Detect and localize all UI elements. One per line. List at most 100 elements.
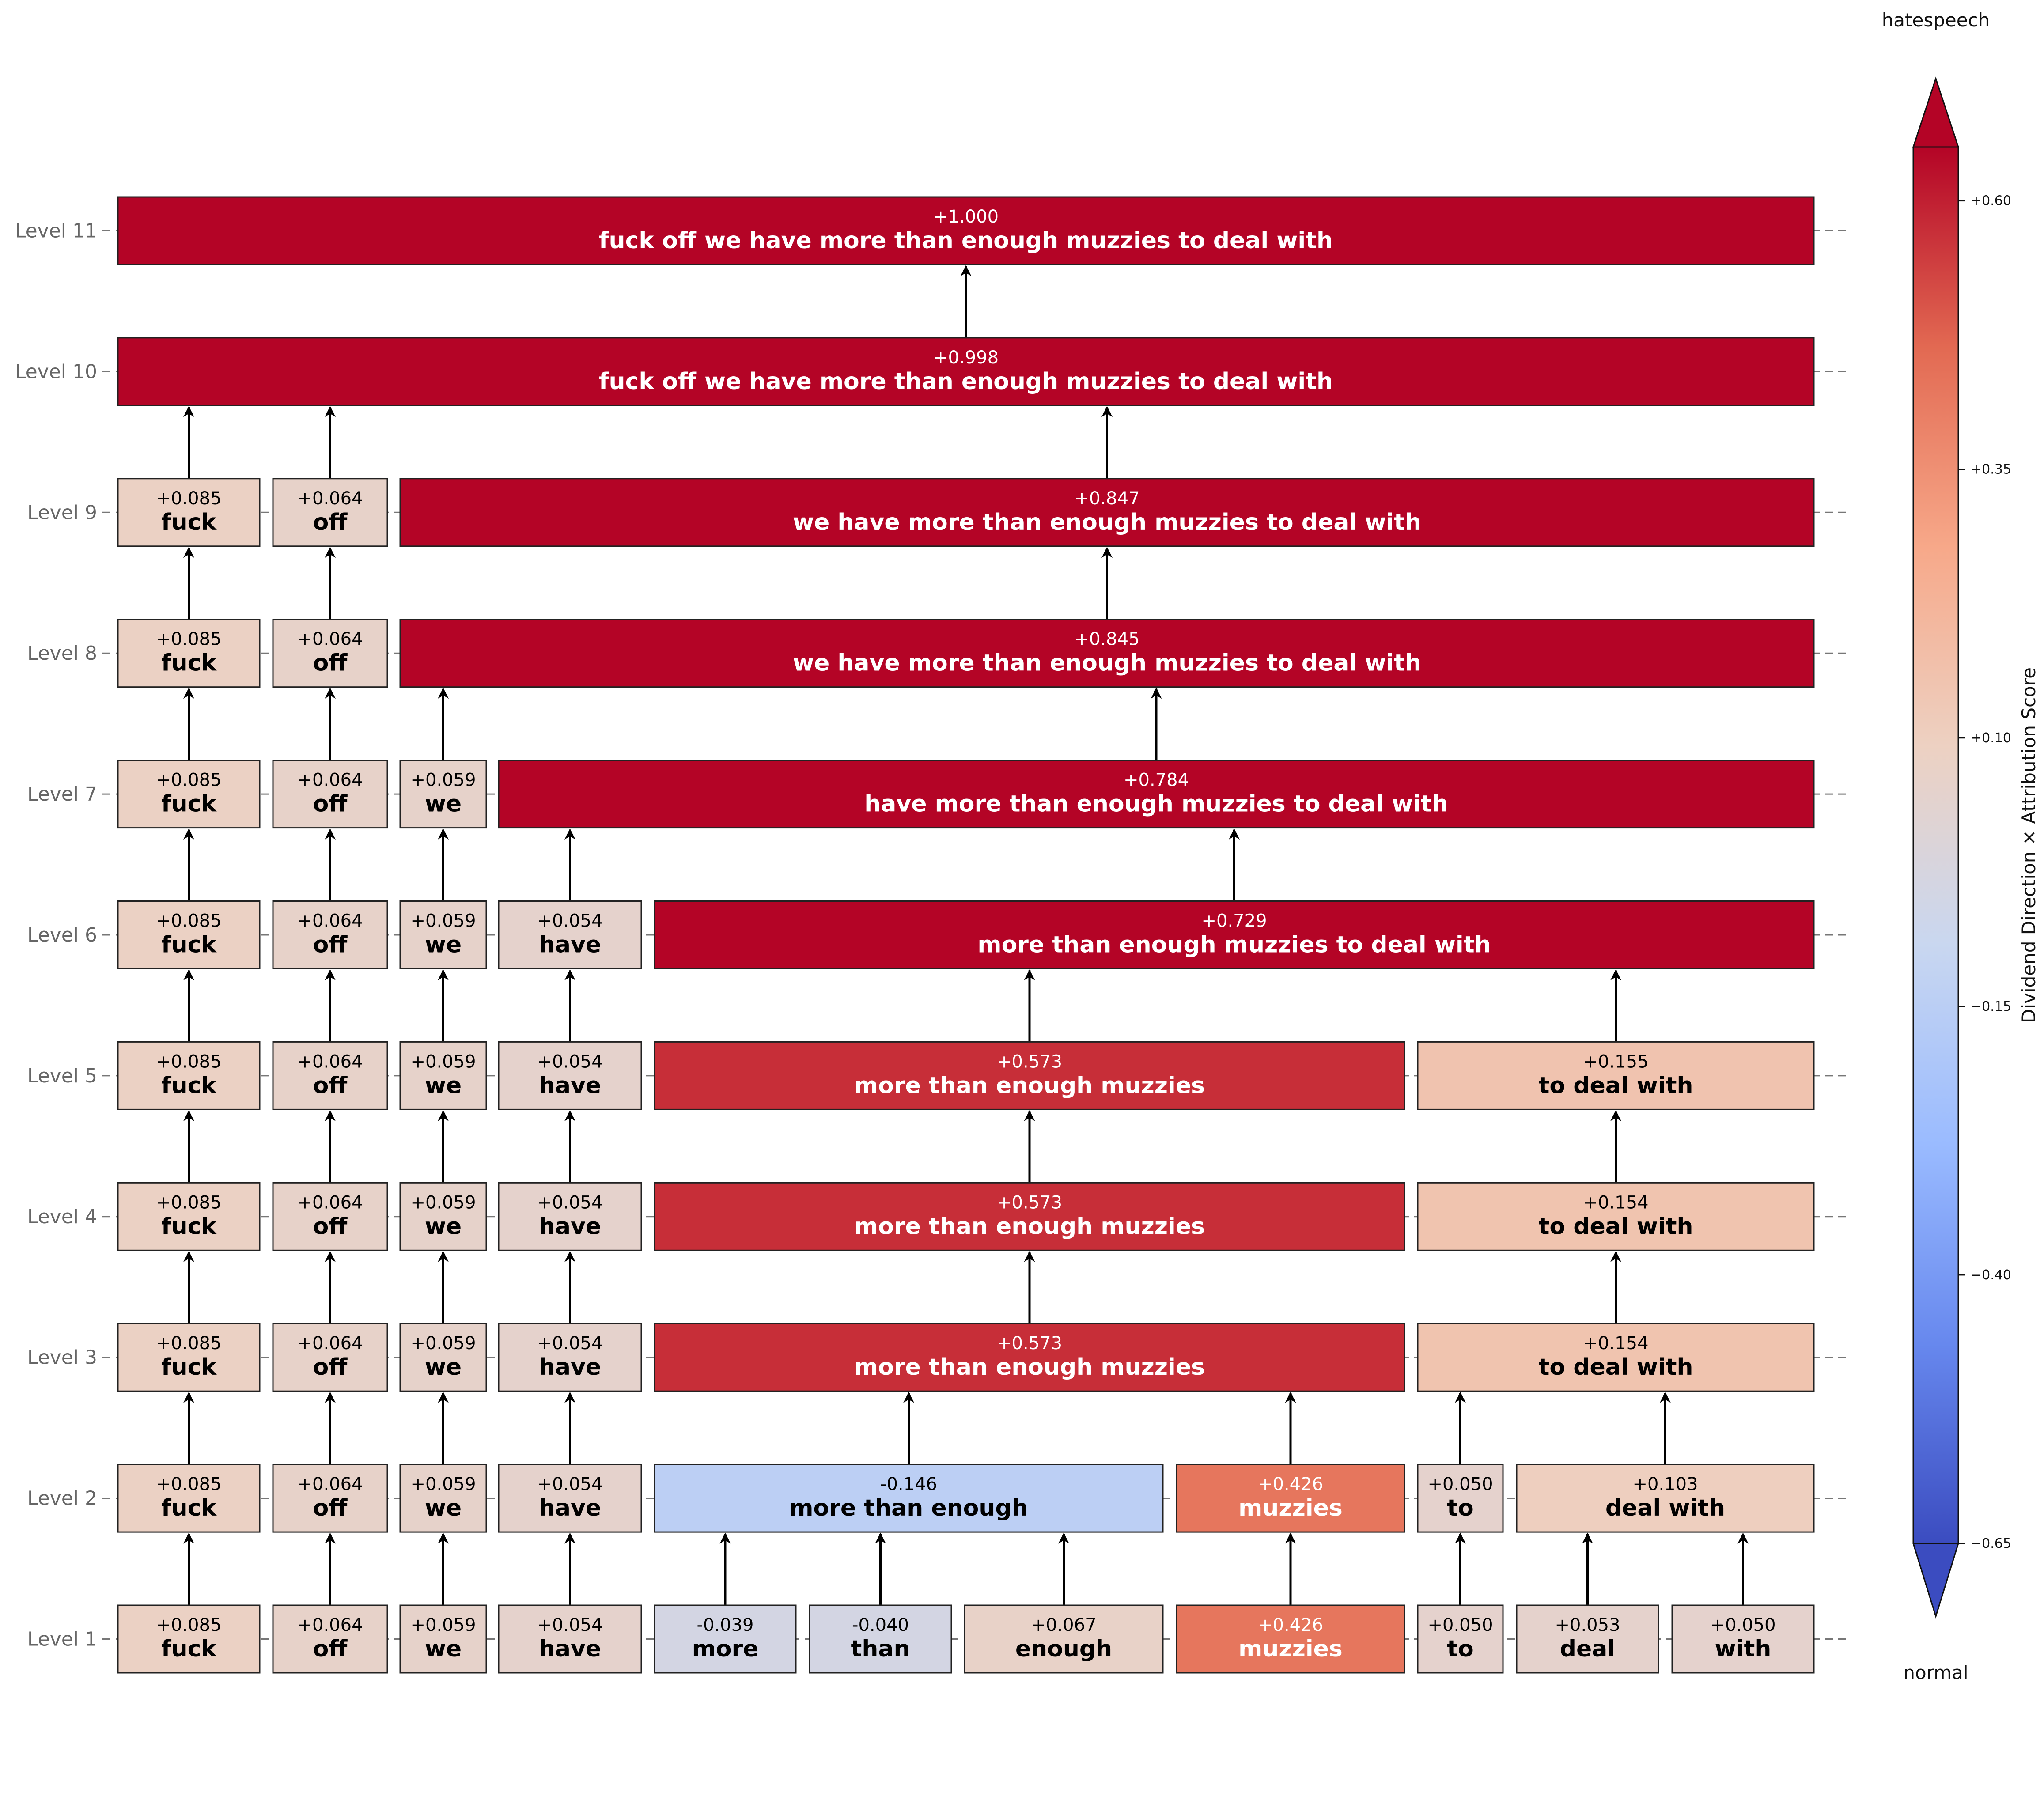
node-rect: [399, 1464, 487, 1533]
node-rect: [654, 1182, 1405, 1251]
node-rect: [498, 1041, 642, 1110]
node-rect: [399, 760, 487, 829]
node-rect: [272, 619, 388, 688]
colorbar-tick-label: −0.40: [1971, 1267, 2011, 1283]
nodes: +0.085fuck+0.064off+0.059we+0.054have-0.…: [117, 196, 1815, 1674]
node-text: off: [313, 791, 348, 817]
node-rect: [117, 619, 261, 688]
node-rect: [399, 1182, 487, 1251]
node-score: -0.146: [880, 1474, 937, 1494]
node-text: to deal with: [1539, 1354, 1693, 1380]
colorbar-frame: [1912, 146, 1959, 1544]
node-rect: [117, 1182, 261, 1251]
node-text: more: [692, 1636, 759, 1662]
level-label: Level 10: [15, 360, 97, 383]
node-rect: [498, 900, 642, 969]
node-rect: [1176, 1604, 1405, 1674]
node-rect: [1176, 1464, 1405, 1533]
node-score: +0.085: [156, 1615, 221, 1635]
node-text: have: [539, 1213, 601, 1240]
node-text: with: [1715, 1636, 1771, 1662]
node-text: fuck off we have more than enough muzzie…: [599, 368, 1333, 395]
node-text: fuck: [161, 509, 217, 536]
node-text: off: [313, 1495, 348, 1521]
node-score: +0.573: [997, 1192, 1062, 1213]
node-score: +0.847: [1074, 488, 1139, 509]
node-text: enough: [1015, 1636, 1112, 1662]
node-score: +0.845: [1074, 629, 1139, 650]
node-text: than: [851, 1636, 910, 1662]
node-text: more than enough muzzies: [854, 1213, 1205, 1240]
node-text: we: [425, 1213, 462, 1240]
node-score: +0.103: [1632, 1474, 1698, 1494]
node-rect: [117, 1604, 261, 1674]
node-text: more than enough muzzies: [854, 1354, 1205, 1380]
node-rect: [117, 1323, 261, 1392]
node-rect: [399, 478, 1815, 547]
node-text: fuck: [161, 1354, 217, 1380]
node-score: +0.054: [537, 1615, 602, 1635]
colorbar-body: [1913, 147, 1958, 1543]
node-score: +0.085: [156, 488, 221, 509]
node-rect: [399, 1041, 487, 1110]
node-score: -0.040: [852, 1615, 909, 1635]
node-text: fuck: [161, 791, 217, 817]
node-text: off: [313, 1072, 348, 1099]
node-rect: [1417, 1604, 1504, 1674]
node-score: +0.085: [156, 1192, 221, 1213]
node-rect: [1417, 1041, 1815, 1110]
node-score: +0.059: [410, 1474, 476, 1494]
node-rect: [117, 760, 261, 829]
node-rect: [399, 900, 487, 969]
node-rect: [654, 1464, 1164, 1533]
node-score: +1.000: [933, 207, 999, 227]
node-score: +0.050: [1710, 1615, 1775, 1635]
node-text: muzzies: [1238, 1636, 1343, 1662]
node-text: off: [313, 1636, 348, 1662]
node-rect: [654, 1041, 1405, 1110]
node-text: off: [313, 509, 348, 536]
node-text: deal: [1560, 1636, 1615, 1662]
level-label: Level 3: [27, 1346, 97, 1369]
node-rect: [498, 1182, 642, 1251]
colorbar-tick-label: +0.60: [1971, 193, 2011, 209]
node-text: we: [425, 1636, 462, 1662]
arrows: [183, 265, 1749, 1605]
node-text: muzzies: [1238, 1495, 1343, 1521]
node-score: +0.059: [410, 1333, 476, 1354]
node-text: fuck: [161, 1072, 217, 1099]
node-score: +0.054: [537, 1192, 602, 1213]
node-rect: [1417, 1182, 1815, 1251]
node-score: +0.054: [537, 1051, 602, 1072]
node-text: we have more than enough muzzies to deal…: [793, 650, 1421, 677]
node-score: +0.059: [410, 1051, 476, 1072]
node-rect: [399, 619, 1815, 688]
colorbar-bottom-extension: [1912, 1543, 1960, 1619]
node-text: we: [425, 791, 462, 817]
node-text: off: [313, 1354, 348, 1380]
node-rect: [1417, 1464, 1504, 1533]
node-score: +0.085: [156, 1051, 221, 1072]
node-rect: [1516, 1604, 1659, 1674]
node-score: +0.064: [297, 1051, 363, 1072]
level-label: Level 1: [27, 1628, 97, 1651]
level-label: Level 4: [27, 1206, 97, 1228]
node-text: we: [425, 1495, 462, 1521]
node-rect: [117, 900, 261, 969]
node-text: we: [425, 932, 462, 958]
